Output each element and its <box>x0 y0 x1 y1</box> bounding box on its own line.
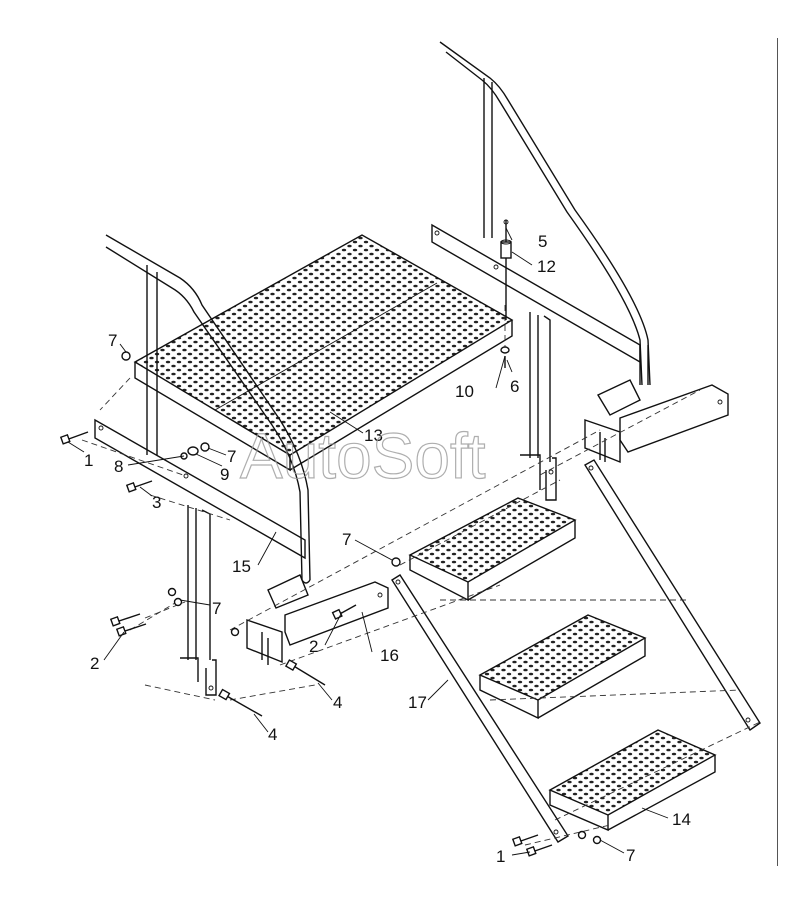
right-side-beam <box>431 223 641 364</box>
nut-icon <box>200 442 210 452</box>
front-arm-bracket <box>246 574 389 665</box>
callout-2-arm: 2 <box>309 637 318 656</box>
long-bolt-icon <box>218 688 263 717</box>
callout-7-left: 7 <box>212 599 221 618</box>
frame-border-line <box>777 38 778 866</box>
pin-assembly <box>500 219 512 368</box>
nut-icon <box>121 351 131 361</box>
fasteners <box>59 351 602 857</box>
nut-icon <box>167 587 177 597</box>
nut-icon <box>577 830 587 840</box>
bolt-icon <box>331 604 357 620</box>
bolt-icon <box>125 480 153 493</box>
callout-8: 8 <box>114 457 123 476</box>
callout-7-top: 7 <box>108 331 117 350</box>
washer-icon <box>187 446 199 456</box>
bolt-icon <box>59 431 89 445</box>
top-landing-platform <box>133 234 514 472</box>
nut-icon <box>592 835 602 845</box>
callout-5: 5 <box>538 232 547 251</box>
step-plate-1 <box>408 497 577 602</box>
callout-17: 17 <box>408 693 427 712</box>
nut-icon <box>391 557 401 567</box>
front-stringer <box>391 574 569 843</box>
callout-7-bottom: 7 <box>626 846 635 865</box>
callout-labels: 5 12 10 6 7 1 8 9 7 3 13 15 7 7 2 2 16 4… <box>84 232 691 866</box>
left-leg-bracket <box>180 505 217 696</box>
callout-13: 13 <box>364 426 383 445</box>
callout-7-step: 7 <box>342 530 351 549</box>
callout-12: 12 <box>537 257 556 276</box>
nut-icon <box>230 627 240 637</box>
callout-4-leg: 4 <box>268 725 277 744</box>
rear-arm-bracket <box>584 379 729 464</box>
callout-3: 3 <box>152 493 161 512</box>
callout-1-top: 1 <box>84 451 93 470</box>
bolt-icon <box>511 834 539 847</box>
bolt-icon <box>109 613 141 627</box>
callout-10: 10 <box>455 382 474 401</box>
right-handrail <box>439 41 651 386</box>
rear-stringer <box>584 459 761 731</box>
leader-lines <box>67 227 669 856</box>
nut-icon <box>173 597 183 607</box>
callout-6: 6 <box>510 377 519 396</box>
callout-2-left: 2 <box>90 654 99 673</box>
long-bolt-icon <box>284 659 326 686</box>
callout-14: 14 <box>672 810 691 829</box>
callout-7-washer: 7 <box>227 447 236 466</box>
bolt-icon <box>525 844 553 857</box>
alignment-lines <box>81 305 761 846</box>
callout-9: 9 <box>220 465 229 484</box>
right-leg-bracket <box>520 312 557 501</box>
step-plate-2 <box>478 614 647 720</box>
left-side-beam <box>94 418 306 560</box>
callout-15: 15 <box>232 557 251 576</box>
callout-1-bottom: 1 <box>496 847 505 866</box>
watermark-text: AutoSoft <box>240 420 486 492</box>
callout-4-arm: 4 <box>333 693 342 712</box>
left-handrail <box>105 234 311 584</box>
bolt-icon <box>115 623 147 637</box>
step-plate-3 <box>548 729 717 832</box>
callout-16: 16 <box>380 646 399 665</box>
